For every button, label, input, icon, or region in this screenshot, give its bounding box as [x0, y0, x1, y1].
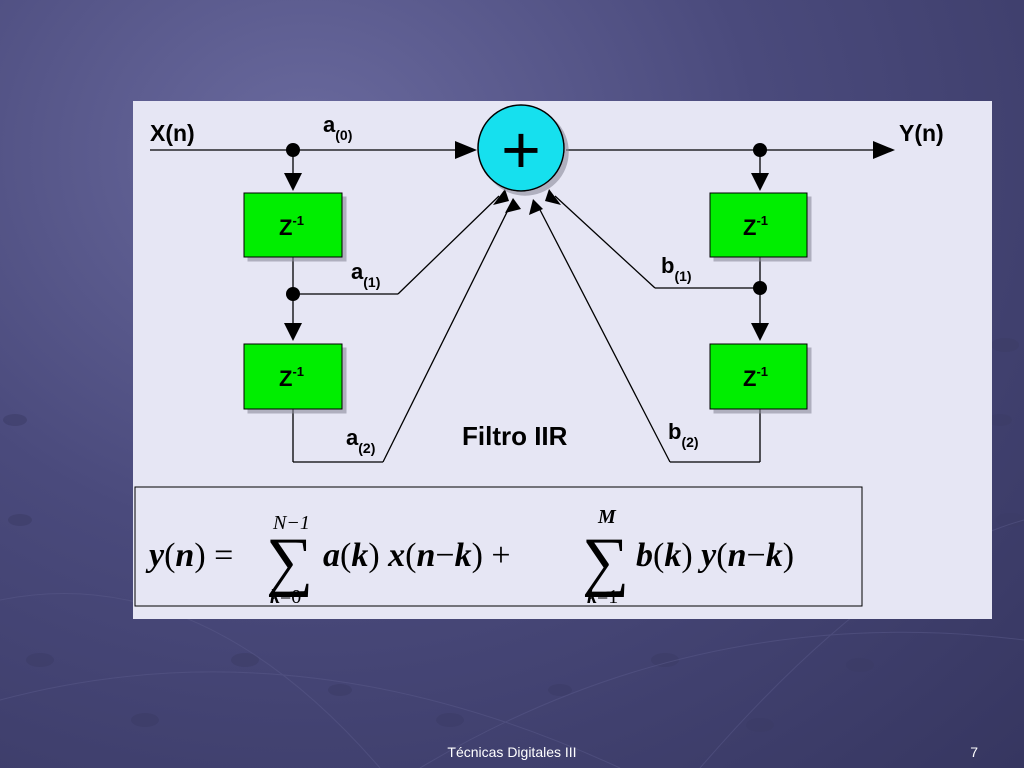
formula-lhs: y(n) =: [145, 537, 233, 574]
sum1-sigma: ∑: [266, 525, 313, 598]
coef-a2: a(2): [346, 425, 375, 456]
page-number: 7: [970, 744, 978, 760]
diagram-panel: + Z-1 Z-1 Z-1 Z-1 X(n) Y(n) a(0) a(1) a(…: [133, 101, 992, 619]
arrow-into-adder: [455, 141, 477, 159]
delay-box-left-1: [243, 192, 343, 258]
formula: N−1 k=0 M k=1 ∑ ∑ y(n) = a(k) x(n−k) + b…: [145, 506, 794, 608]
sum2-sigma: ∑: [582, 525, 629, 598]
formula-term-a: a(k) x(n−k) +: [323, 537, 511, 574]
delay-box-right-2: [709, 343, 808, 410]
junction-dot: [753, 143, 767, 157]
junction-dot: [286, 143, 300, 157]
junction-dot: [753, 281, 767, 295]
adder-plus-icon: +: [501, 112, 541, 188]
output-label: Y(n): [899, 120, 944, 146]
adder-node: [477, 104, 565, 192]
arrow-output: [873, 141, 895, 159]
footer-title: Técnicas Digitales III: [447, 744, 577, 760]
delay-label-right-2: Z-1: [743, 364, 768, 391]
iir-filter-diagram: + Z-1 Z-1 Z-1 Z-1 X(n) Y(n) a(0) a(1) a(…: [134, 104, 944, 608]
formula-term-b: b(k) y(n−k): [636, 537, 794, 574]
sum1-lower-limit: k=0: [270, 586, 301, 608]
delay-label-left-2: Z-1: [279, 364, 304, 391]
sum2-upper-limit: M: [597, 506, 617, 528]
delay-label-left-1: Z-1: [279, 213, 304, 240]
sum2-lower-limit: k=1: [587, 586, 618, 608]
coef-a1: a(1): [351, 259, 380, 290]
coef-a0: a(0): [323, 112, 352, 143]
input-label: X(n): [150, 120, 195, 146]
diagram-title: Filtro IIR: [462, 421, 568, 451]
delay-box-right-1: [709, 192, 808, 258]
coef-b2: b(2): [668, 419, 699, 450]
sum1-upper-limit: N−1: [272, 512, 310, 534]
delay-box-left-2: [243, 343, 343, 410]
formula-box: [134, 486, 863, 607]
junction-dot: [286, 287, 300, 301]
delay-label-right-1: Z-1: [743, 213, 768, 240]
coef-b1: b(1): [661, 253, 692, 284]
